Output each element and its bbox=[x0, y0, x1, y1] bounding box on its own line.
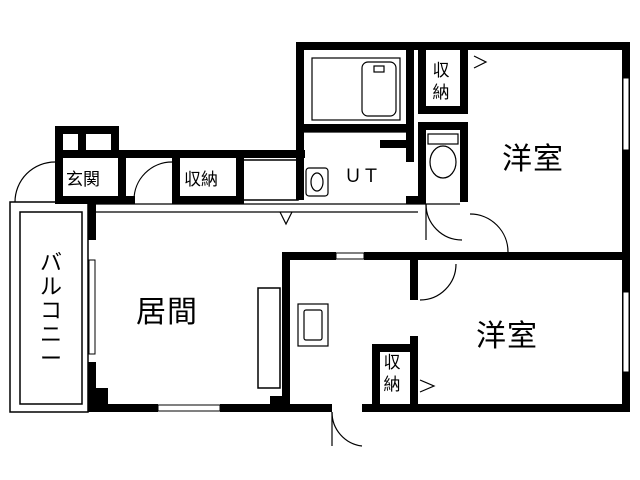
windows bbox=[88, 77, 630, 412]
wall bbox=[418, 252, 508, 260]
room-label-storage-lower: 収納 bbox=[383, 353, 401, 395]
wall bbox=[96, 388, 108, 404]
window bbox=[157, 404, 221, 412]
wall bbox=[460, 42, 630, 50]
wall bbox=[362, 404, 630, 412]
wall bbox=[236, 158, 244, 202]
walls bbox=[55, 42, 630, 412]
wall bbox=[111, 126, 119, 156]
balcony-outline bbox=[9, 201, 89, 413]
door-swing bbox=[133, 161, 173, 201]
room-label-western-lower: 洋室 bbox=[476, 319, 538, 354]
wall bbox=[270, 396, 282, 406]
wall bbox=[418, 42, 426, 114]
wall bbox=[88, 204, 96, 240]
door-swing bbox=[14, 161, 56, 203]
wall bbox=[418, 106, 466, 114]
wall bbox=[418, 122, 426, 204]
closet-mark bbox=[419, 379, 436, 393]
wall bbox=[460, 122, 468, 202]
wall bbox=[296, 42, 304, 162]
wall bbox=[418, 122, 468, 130]
wall bbox=[55, 196, 135, 204]
wall bbox=[55, 126, 119, 134]
wall bbox=[410, 252, 418, 300]
balcony-inner-outline bbox=[19, 211, 83, 405]
wall bbox=[372, 344, 380, 410]
wall bbox=[406, 196, 426, 204]
window bbox=[88, 259, 96, 355]
window bbox=[622, 77, 630, 151]
room-label-western-upper: 洋室 bbox=[502, 142, 564, 177]
wall bbox=[500, 252, 630, 260]
window bbox=[335, 252, 365, 260]
wall bbox=[460, 42, 468, 114]
doors bbox=[14, 55, 509, 447]
door-swing bbox=[331, 411, 363, 447]
wall bbox=[622, 42, 630, 412]
wall bbox=[296, 150, 304, 200]
wall bbox=[88, 404, 158, 412]
fixtures bbox=[96, 57, 460, 347]
wall bbox=[296, 124, 414, 132]
wall bbox=[406, 42, 414, 162]
hall-closet-outline bbox=[242, 159, 299, 201]
wall bbox=[55, 150, 305, 158]
wall bbox=[118, 150, 126, 202]
bathtub-icon bbox=[311, 57, 401, 121]
wall bbox=[220, 404, 284, 412]
kitchen-sink-icon bbox=[297, 303, 329, 347]
room-label-unit-bath: ＵＴ bbox=[344, 166, 380, 187]
wall bbox=[282, 252, 290, 412]
room-label-storage-entrance: 収納 bbox=[184, 170, 218, 190]
wall bbox=[380, 140, 410, 148]
wall bbox=[55, 126, 63, 202]
window bbox=[622, 291, 630, 373]
room-label-balcony: バルコニー bbox=[39, 251, 62, 372]
wall bbox=[282, 404, 332, 412]
wall bbox=[172, 196, 244, 204]
door-swing bbox=[469, 213, 509, 253]
door-swing bbox=[425, 203, 463, 241]
wall bbox=[78, 134, 86, 156]
room-label-storage-upper: 収納 bbox=[432, 61, 450, 103]
room-label-living: 居間 bbox=[136, 295, 198, 330]
wall bbox=[88, 362, 96, 412]
wall bbox=[364, 252, 420, 260]
room-label-entrance: 玄関 bbox=[66, 170, 100, 190]
wall bbox=[282, 252, 336, 260]
kitchen-counter bbox=[257, 287, 281, 389]
toilet-icon bbox=[427, 133, 459, 179]
hall-mark bbox=[279, 211, 293, 226]
door-swing bbox=[419, 263, 457, 301]
washbasin-icon bbox=[305, 167, 329, 197]
wall bbox=[296, 42, 464, 50]
wall bbox=[372, 344, 418, 352]
wall bbox=[172, 158, 180, 202]
closet-mark bbox=[473, 55, 488, 69]
wall bbox=[410, 336, 418, 412]
